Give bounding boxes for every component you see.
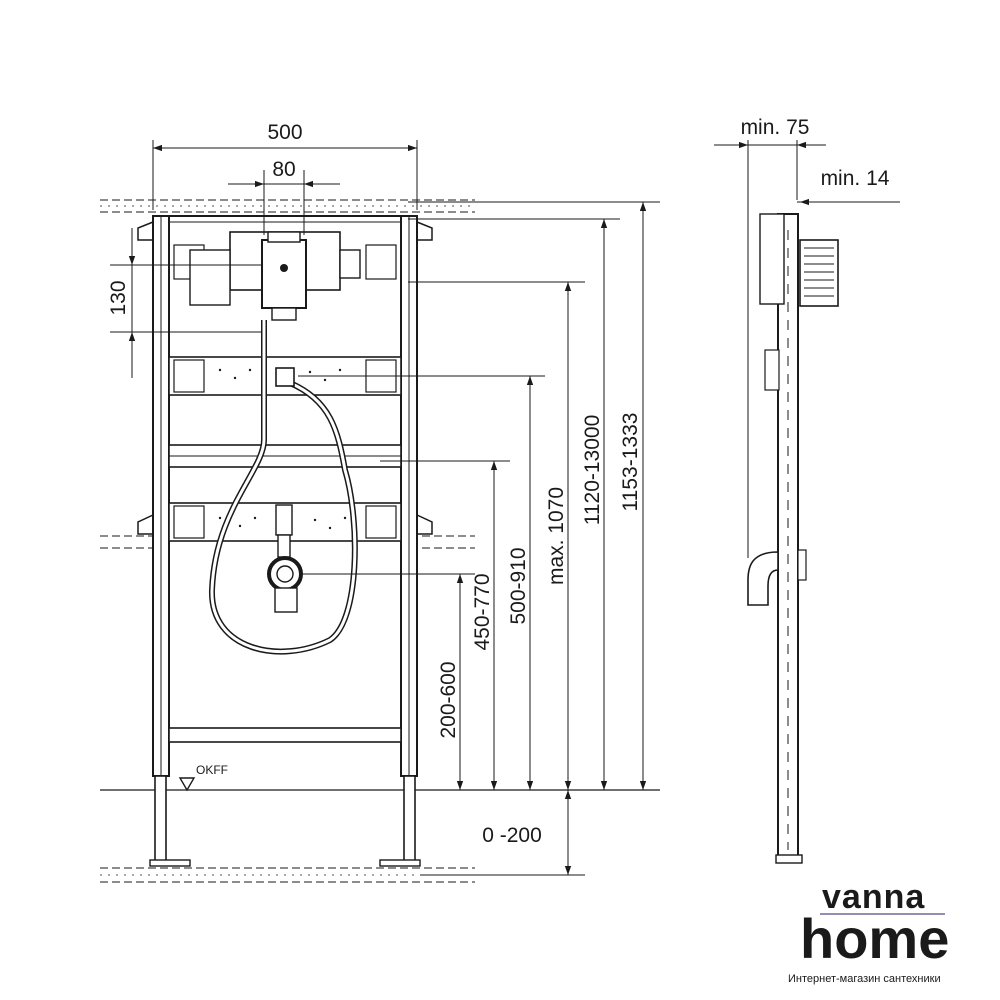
dim-500-910-text: 500-910 (507, 547, 530, 624)
dim-80-text: 80 (272, 158, 295, 181)
supply-hose (208, 320, 358, 655)
frame-uprights (152, 215, 418, 777)
floor-level-label: OKFF (196, 763, 228, 777)
logo-vanna: vanna (822, 878, 925, 916)
reference-lines (110, 140, 660, 876)
brand-logo: vanna home Интернет-магазин сантехники (788, 878, 949, 985)
dim-min75-text: min. 75 (741, 116, 810, 139)
dim-200-600-text: 200-600 (437, 661, 460, 738)
floor-hatch (100, 867, 475, 883)
adjustable-legs (149, 775, 421, 867)
wall-brackets (137, 221, 433, 535)
dim-130-text: 130 (107, 280, 130, 315)
middle-wall-hatch (100, 535, 475, 549)
dim-1120-text: 1120-13000 (581, 415, 604, 526)
dim-1153-text: 1153-1333 (619, 413, 642, 512)
flush-valve-unit (189, 231, 361, 321)
drain-connector (267, 504, 303, 613)
top-wall-hatch (100, 199, 475, 213)
front-view: OKFF 500 80 130 200-600 450-770 500-910 … (100, 121, 660, 883)
logo-tagline: Интернет-магазин сантехники (788, 973, 941, 985)
dim-1070-text: max. 1070 (545, 487, 568, 585)
side-view: min. 75 min. 14 (714, 116, 900, 864)
dim-450-770-text: 450-770 (471, 573, 494, 650)
floor-level-symbol (178, 777, 196, 792)
logo-home: home (800, 907, 949, 970)
side-panel-grille (799, 239, 839, 307)
dim-500-text: 500 (267, 121, 302, 144)
dim-0-200-text: 0 -200 (482, 824, 542, 847)
dim-min14-text: min. 14 (821, 167, 890, 190)
side-drain-elbow (747, 551, 779, 606)
